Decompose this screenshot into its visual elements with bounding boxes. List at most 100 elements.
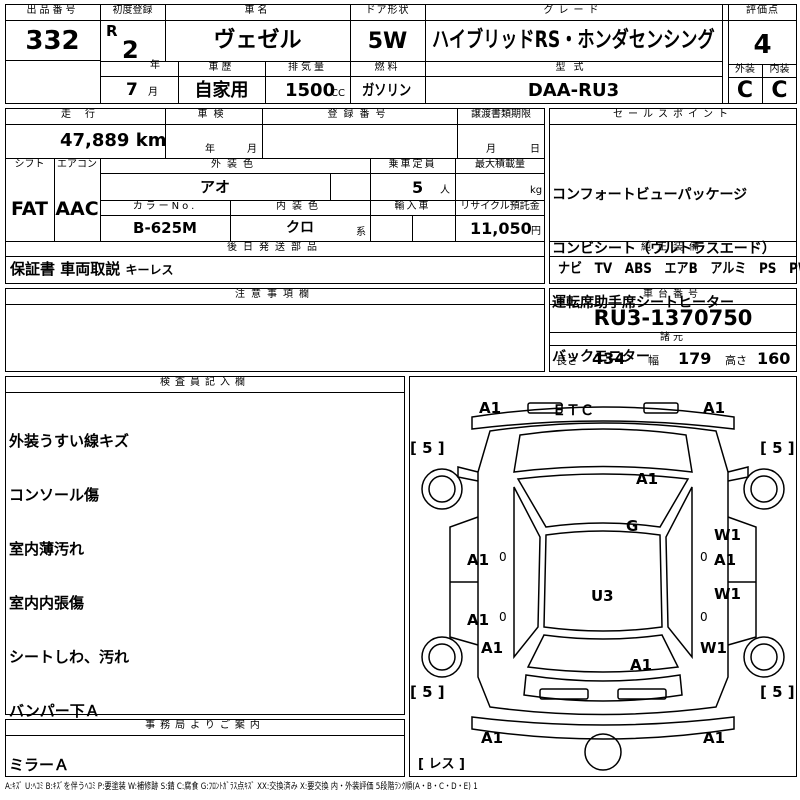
mark-trunk: A1 [630, 656, 653, 674]
mileage: 47,889 km [60, 130, 167, 151]
damage-diagram [409, 376, 797, 777]
mark-left-rear-door-code: 0 [499, 610, 507, 624]
first-reg-header: 初度登録 [112, 5, 153, 16]
width-label: 幅 [648, 354, 659, 367]
grade: ハイブリッドRS・ホンダセンシング [432, 28, 715, 53]
inspector-line: 外装うすい線キズ [9, 432, 130, 450]
chassis-block [549, 288, 797, 372]
spare-tire-status: [ レス ] [418, 757, 465, 772]
later-part-keyless: キーレス [125, 263, 174, 277]
mark-left-front-door-code: 0 [499, 550, 507, 564]
sales-point-item: コンビシート（ウルトラスエード） [552, 241, 776, 257]
later-part-warranty: 保証書 [10, 260, 56, 278]
inspector-block [5, 376, 405, 715]
score: 4 [753, 30, 772, 60]
shift-header: シフト [14, 159, 45, 170]
equipment-item: アルミ [710, 261, 747, 277]
ac: AAC [55, 198, 99, 220]
office-block [5, 719, 405, 777]
mark-right-front-door: A1 [714, 551, 737, 569]
equipment-item: ABS [624, 261, 652, 277]
inspector-line: 室内内張傷 [9, 594, 85, 612]
tire-rear-right: [ 5 ] [760, 683, 795, 701]
displacement: 1500 [285, 80, 336, 101]
int-color-header: 内装色 [276, 201, 324, 212]
color-no: B-625M [133, 219, 197, 237]
year-unit: 年 [150, 60, 160, 71]
max-load-unit: kg [530, 185, 543, 196]
later-part-manual: 車両取説 [60, 260, 121, 278]
inspector-line: シートしわ、汚れ [9, 648, 130, 666]
fuel: ガソリン [362, 81, 412, 99]
length: 434 [592, 349, 626, 368]
transfer-month-unit: 月 [486, 144, 496, 155]
mark-right-rear-window: W1 [714, 585, 741, 603]
car-name-header: 車名 [244, 5, 271, 16]
details-block [5, 108, 545, 284]
equipment-list: ナビ TV ABS エアB アルミ PS PW [558, 262, 800, 276]
door-type: 5W [367, 29, 408, 54]
length-label: 長さ [556, 354, 578, 367]
mark-roof: U3 [591, 587, 614, 605]
mark-windshield: G [626, 517, 639, 535]
equipment-item: エアB [664, 261, 698, 277]
capacity: 5 [412, 178, 424, 197]
inspector-header: 検査員記入欄 [160, 377, 250, 388]
equipment-item: PW [789, 261, 800, 277]
exterior-header: 外装 [735, 64, 755, 75]
shift: FAT [11, 198, 48, 220]
int-color-unit: 系 [356, 227, 366, 238]
fuel-header: 燃料 [374, 62, 401, 73]
equipment-item: PS [758, 261, 777, 277]
interior-header: 内装 [769, 64, 790, 75]
height: 160 [757, 349, 791, 368]
sales-points-header: セールスポイント [613, 109, 733, 120]
legend: A:ｷｽﾞ U:ﾍｺﾐ B:ｷｽﾞを伴うﾍｺﾐ P:要塗装 W:補修跡 S:錆 … [5, 782, 478, 792]
mark-rear-bumper-right: A1 [703, 729, 726, 747]
score-header: 評価点 [746, 5, 779, 16]
max-load-header: 最大積載量 [475, 159, 525, 170]
chassis-header: 車台番号 [643, 289, 703, 300]
tire-rear-left: [ 5 ] [410, 683, 445, 701]
sales-points-block [549, 108, 797, 284]
inspector-line: 室内薄汚れ [9, 540, 85, 558]
reg-year: 2 [122, 36, 139, 64]
car-name: ヴェゼル [213, 28, 302, 53]
era-mark: R [106, 22, 118, 40]
inspection-month-unit: 月 [247, 144, 257, 155]
inspector-line: ミラーＡ [9, 756, 70, 774]
history-header: 車歴 [208, 62, 235, 73]
ac-header: エアコン [57, 159, 97, 170]
recycle-unit: 円 [531, 226, 541, 237]
import-header: 輸入車 [394, 201, 431, 212]
later-parts-header: 後日発送部品 [227, 242, 323, 253]
lot-no-header: 出品番号 [26, 5, 79, 16]
recycle-header: リサイクル預託金 [460, 201, 540, 212]
mileage-unit: km [135, 130, 167, 151]
mark-right-front-window: W1 [714, 526, 741, 544]
mark-rear-bumper-left: A1 [481, 729, 504, 747]
office-header: 事務局よりご案内 [145, 720, 265, 731]
chassis-number: RU3-1370750 [593, 306, 753, 330]
transfer-day-unit: 日 [530, 144, 540, 155]
history: 自家用 [194, 80, 249, 101]
inspector-notes: 外装うすい線キズ コンソール傷 室内薄汚れ 室内内張傷 シートしわ、汚れ バンパ… [9, 396, 129, 792]
tire-front-right: [ 5 ] [760, 439, 795, 457]
mark-left-rear-door: A1 [467, 611, 490, 629]
ext-color-header: 外装色 [211, 159, 259, 170]
mark-hood: A1 [636, 470, 659, 488]
door-header: ドア形状 [365, 5, 410, 16]
top-info-block [5, 4, 797, 104]
mark-left-front-door: A1 [467, 551, 490, 569]
notes-header: 注意事項欄 [235, 289, 315, 300]
inspection-header: 車検 [197, 109, 230, 120]
inspector-line: コンソール傷 [9, 486, 100, 504]
reg-month: 7 [126, 80, 138, 100]
mark-right-rear-quarter-window: W1 [700, 639, 727, 657]
ext-color: アオ [199, 178, 230, 196]
mark-front-bumper-right: A1 [703, 399, 726, 417]
equipment-item: ナビ [558, 261, 583, 277]
month-unit: 月 [148, 87, 158, 98]
mark-right-front-door-code: 0 [700, 550, 708, 564]
reg-no-header: 登録番号 [327, 109, 392, 120]
